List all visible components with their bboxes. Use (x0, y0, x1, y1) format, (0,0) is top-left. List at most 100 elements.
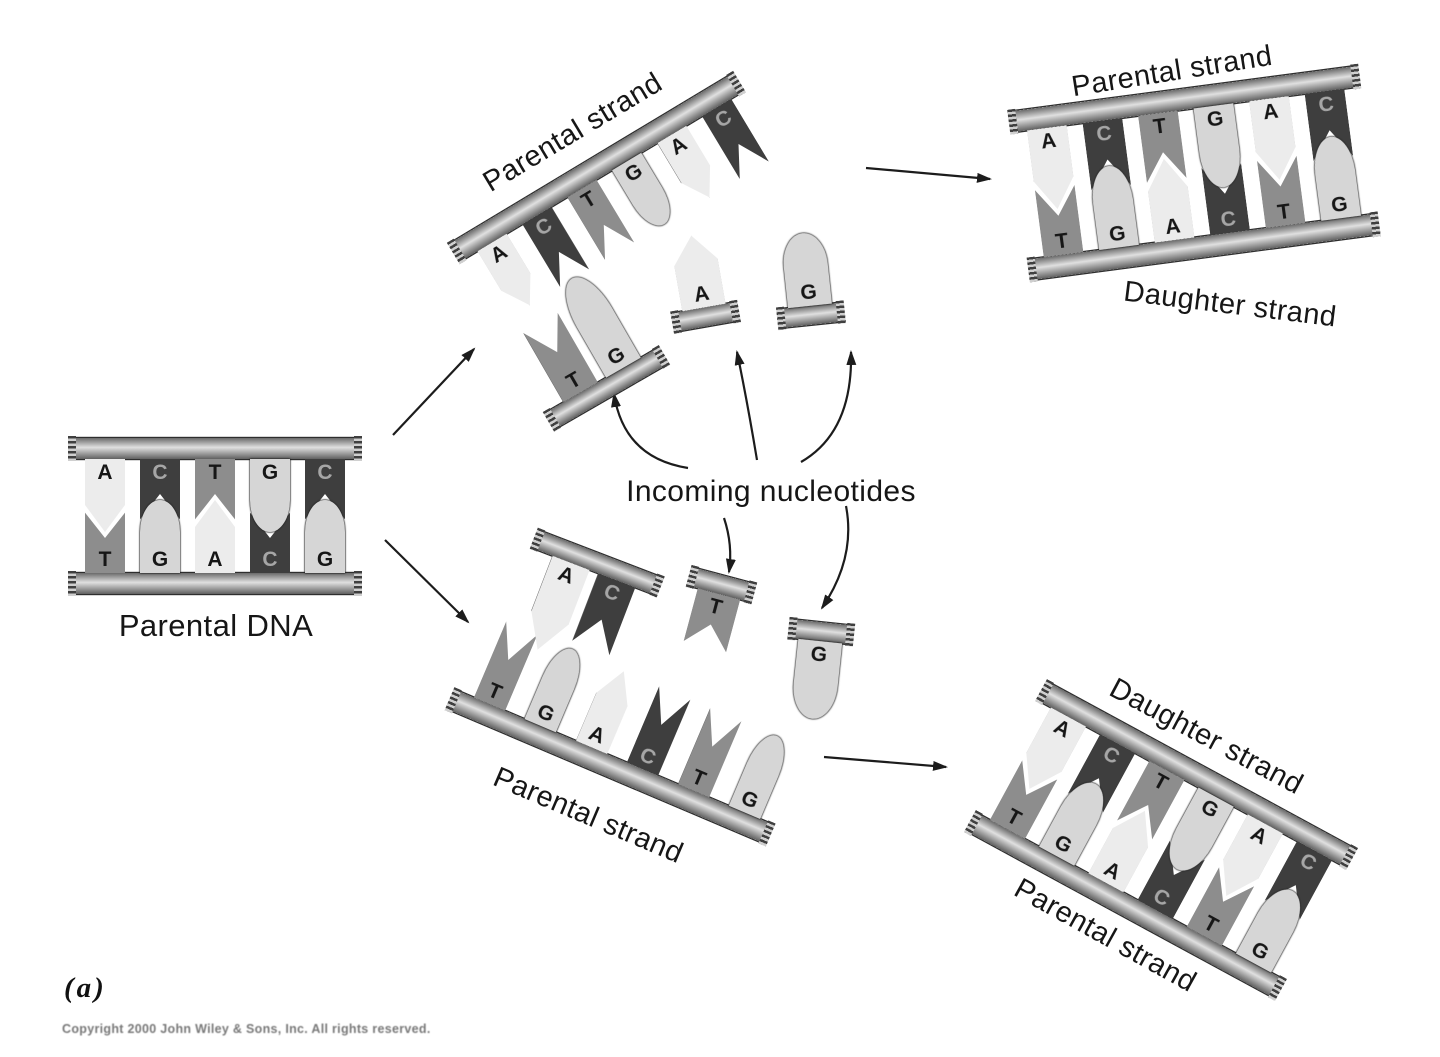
base-letter: G (603, 342, 630, 371)
base-letter: G (316, 548, 334, 571)
base-letter: G (1247, 937, 1273, 966)
base-G: G (780, 230, 832, 309)
base-letter: C (152, 461, 168, 484)
panel-letter: (a) (64, 972, 107, 1004)
base-letter: T (1276, 199, 1292, 225)
rail-serrated-end (835, 300, 846, 325)
arrow-split-bottom (384, 539, 470, 624)
rail-serrated-end (758, 820, 776, 847)
base-letter: G (151, 548, 169, 571)
base-letter: A (486, 240, 512, 268)
base-letter: G (737, 786, 762, 814)
base-letter: C (1149, 884, 1174, 912)
base-letter: C (711, 105, 736, 133)
rail-serrated-end (354, 571, 362, 596)
incoming-bases: G (787, 638, 845, 722)
incoming-bases: A (666, 231, 730, 312)
base-G: G (1088, 163, 1139, 251)
base-A: A (657, 126, 724, 206)
rail-serrated-end (649, 573, 665, 598)
top-duplex-daughter-label: Daughter strand (1121, 275, 1339, 334)
base-letter: C (317, 461, 333, 484)
base-letter: A (666, 132, 692, 160)
base-letter: C (1317, 92, 1336, 118)
base-letter: A (1100, 857, 1125, 885)
incoming-nucleotide-g-bottom: G (781, 616, 856, 725)
base-G: G (612, 152, 680, 234)
base-letter: T (562, 367, 586, 394)
base-letter: T (577, 186, 601, 214)
base-letter: C (531, 213, 557, 241)
incoming-nucleotides-label: Incoming nucleotides (626, 475, 916, 508)
arrow-split-top (392, 347, 476, 436)
base-letter: G (1050, 830, 1076, 859)
base-letter: G (809, 642, 829, 667)
rail-serrated-end (1035, 679, 1054, 705)
rail-serrated-end (1369, 211, 1381, 238)
rail-serrated-end (1268, 975, 1287, 1001)
base-letter: G (261, 461, 279, 484)
base-letter: C (262, 548, 278, 571)
rail-serrated-end (787, 616, 798, 641)
base-T: T (684, 588, 741, 652)
rail-serrated-end (729, 299, 742, 324)
base-letter: C (636, 743, 660, 771)
rail-serrated-end (844, 622, 856, 647)
base-letter: T (1149, 769, 1172, 796)
base-A: A (670, 232, 726, 312)
arrow-incoming-t (722, 517, 736, 574)
rail-serrated-end (775, 306, 787, 331)
base-letter: C (1095, 121, 1114, 147)
base-G: G (140, 500, 180, 573)
base-letter: A (692, 281, 712, 307)
base-letter: T (208, 461, 222, 484)
rail-serrated-end (651, 344, 671, 369)
base-letter: T (1053, 229, 1070, 254)
base-letter: G (1329, 192, 1349, 218)
rail-serrated-end (1007, 108, 1019, 135)
copyright-notice: Copyright 2000 John Wiley & Sons, Inc. A… (62, 1022, 431, 1036)
base-letter: T (1151, 114, 1168, 139)
rail-serrated-end (542, 407, 562, 432)
base-letter: A (1261, 99, 1280, 125)
base-C: C (627, 686, 691, 775)
parental-dna-label: Parental DNA (118, 608, 314, 643)
strand-rail (68, 571, 362, 596)
base-G: G (790, 638, 843, 722)
base-letter: T (98, 548, 112, 571)
rail-serrated-end (1339, 844, 1359, 870)
arrow-to-bottom-duplex (823, 755, 948, 771)
arrow-incoming-g-top (800, 350, 857, 463)
base-letter: A (554, 561, 578, 589)
base-letter: C (600, 579, 624, 607)
base-letter: C (1219, 207, 1238, 232)
arrow-incoming-a (734, 350, 759, 461)
arrow-to-top-duplex (865, 166, 992, 183)
base-G: G (305, 500, 345, 573)
base-C: C (702, 99, 769, 179)
base-letter: T (484, 678, 506, 705)
arrow-incoming-g-bottom (820, 505, 850, 610)
arrow-incoming-tg (611, 392, 689, 470)
base-letter: A (1039, 128, 1058, 154)
rail-serrated-end (444, 687, 462, 714)
base-letter: A (1163, 214, 1182, 240)
rail-serrated-end (670, 310, 682, 335)
incoming-bases: T (676, 587, 744, 668)
base-letter: T (688, 765, 710, 792)
base-T: T (678, 708, 742, 797)
base-letter: T (1199, 911, 1222, 938)
rail-serrated-end (446, 238, 467, 265)
incoming-bases: G (776, 230, 835, 309)
rail-serrated-end (68, 436, 76, 461)
